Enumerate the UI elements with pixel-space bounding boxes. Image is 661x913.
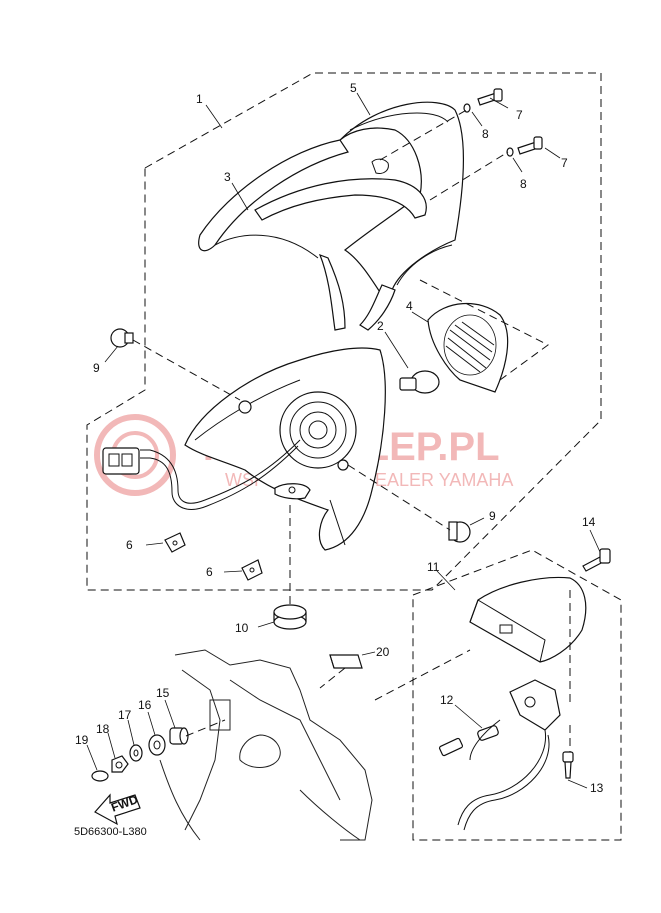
callout-labels: 1 5 3 7 7 8 8 4 2 9 9 6 6 10 11 14 20 12… xyxy=(75,81,604,795)
part-7-screw-upper xyxy=(477,88,503,106)
callout-15: 15 xyxy=(156,686,170,700)
part-6-clip-left xyxy=(164,532,186,553)
assembly-outline-license-light xyxy=(412,549,622,841)
part-20-pad xyxy=(329,654,363,669)
part-4-lens xyxy=(427,303,509,393)
part-19-cap xyxy=(91,770,109,782)
part-14-bolt xyxy=(582,548,611,572)
tail-light-harness xyxy=(102,439,301,510)
callout-17: 17 xyxy=(118,708,132,722)
part-8-washer-lower xyxy=(506,147,514,157)
callout-19: 19 xyxy=(75,733,89,747)
watermark-logo-icon xyxy=(94,414,176,496)
assembly-outline-tail-light xyxy=(86,72,602,591)
connector-icon xyxy=(102,447,140,475)
callout-7-lower: 7 xyxy=(561,156,568,170)
part-15-collar xyxy=(169,727,189,745)
callout-8-lower: 8 xyxy=(520,177,527,191)
callout-16: 16 xyxy=(138,698,152,712)
callout-8-upper: 8 xyxy=(482,127,489,141)
part-16-grommet xyxy=(148,734,166,756)
part-18-nut xyxy=(111,755,129,773)
callout-14: 14 xyxy=(582,515,596,529)
part-12-bulb-socket xyxy=(438,679,561,831)
part-8-washer-upper xyxy=(463,103,471,113)
callout-20: 20 xyxy=(376,645,390,659)
leader-lines xyxy=(86,92,601,789)
callout-6-right: 6 xyxy=(206,565,213,579)
part-9-grommet-lower xyxy=(448,521,471,543)
callout-9-upper: 9 xyxy=(93,361,100,375)
part-11-license-light xyxy=(469,576,587,663)
part-10-damper xyxy=(273,604,307,630)
fwd-arrow-icon: FWD xyxy=(94,792,141,826)
callout-5: 5 xyxy=(350,81,357,95)
callout-6-left: 6 xyxy=(126,538,133,552)
part-1-housing xyxy=(184,347,386,551)
part-7-screw-lower xyxy=(517,136,543,155)
part-3-grab-rail xyxy=(198,139,427,331)
callout-2: 2 xyxy=(377,319,384,333)
callout-12: 12 xyxy=(440,693,454,707)
callout-13: 13 xyxy=(590,781,604,795)
callout-1: 1 xyxy=(196,92,203,106)
part-9-grommet-upper xyxy=(110,328,134,348)
diagram-code: 5D66300-L380 xyxy=(74,826,147,838)
callout-11: 11 xyxy=(427,560,440,574)
vehicle-frame xyxy=(159,649,373,841)
part-17-washer xyxy=(129,744,143,762)
part-2-bulb xyxy=(399,370,440,394)
callout-3: 3 xyxy=(224,170,231,184)
callout-18: 18 xyxy=(96,722,110,736)
callout-9-lower: 9 xyxy=(489,509,496,523)
part-13-screw xyxy=(562,751,574,779)
callout-10: 10 xyxy=(235,621,249,635)
callout-4: 4 xyxy=(406,299,413,313)
callout-7-upper: 7 xyxy=(516,108,523,122)
part-6-clip-right xyxy=(241,559,263,581)
